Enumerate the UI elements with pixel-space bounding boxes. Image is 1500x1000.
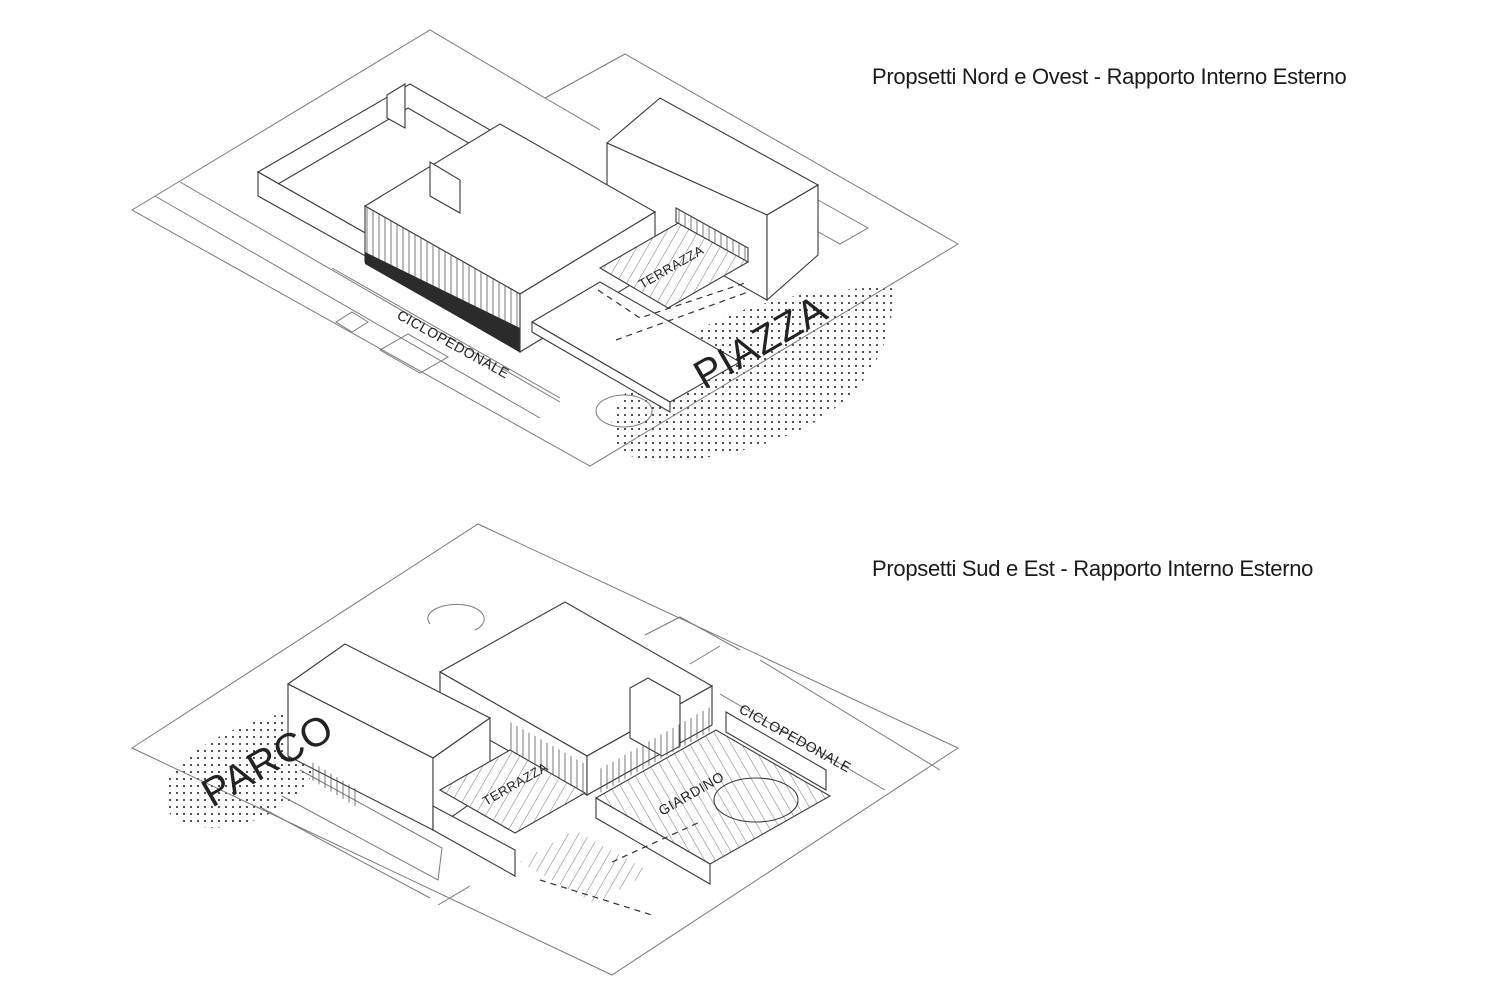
panel-2-drawing: PARCO TERRAZZA GIARDINO CICLOPEDONALE bbox=[130, 523, 960, 976]
site-outline bbox=[130, 523, 960, 976]
site-outline bbox=[131, 29, 959, 467]
panel-1-drawing: TERRAZZA CICLOPEDONALE PIAZZA bbox=[131, 29, 959, 467]
panel-1-title: Propsetti Nord e Ovest - Rapporto Intern… bbox=[872, 64, 1347, 89]
ramp bbox=[378, 333, 450, 374]
panel-2-title: Propsetti Sud e Est - Rapporto Interno E… bbox=[872, 556, 1314, 581]
piazza-dotted-area bbox=[611, 287, 894, 461]
